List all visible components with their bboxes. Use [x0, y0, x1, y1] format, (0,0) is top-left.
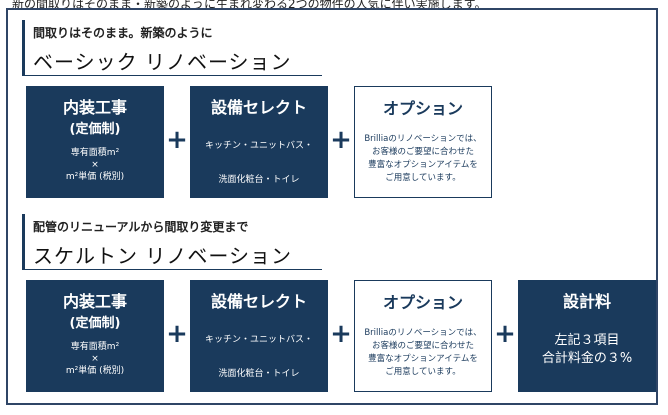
box-line: キッチン・ユニットバス・ — [204, 141, 313, 151]
option-box: オプション Brilliaのリノベーションでは、 お客様のご要望に合わせた 豊富… — [354, 280, 492, 392]
section-subtitle: 間取りはそのまま。新築のように — [33, 26, 213, 40]
section-title: スケルトン リノベーション — [33, 244, 292, 268]
plus-sign: + — [166, 125, 188, 155]
box-line: × — [91, 354, 99, 364]
box-line: ご用意しています。 — [385, 367, 461, 377]
box-title: 設計料 — [562, 292, 611, 311]
box-title: オプション — [382, 293, 463, 312]
box-title: 内装工事 — [62, 292, 127, 311]
box-line: m²単価 (税別) — [65, 366, 125, 376]
box-subtitle: (定価制) — [69, 316, 121, 331]
section-heading: 配管のリニューアルから間取り変更まで スケルトン リノベーション — [22, 214, 322, 270]
box-line: × — [91, 160, 99, 170]
equipment-select-box: 設備セレクト キッチン・ユニットバス・ 洗面化粧台・トイレ — [190, 86, 328, 198]
box-line: キッチン・ユニットバス・ — [204, 335, 313, 345]
option-box: オプション Brilliaのリノベーションでは、 お客様のご要望に合わせた 豊富… — [354, 86, 492, 198]
interior-work-box: 内装工事 (定価制) 専有面積m² × m²単価 (税別) — [26, 86, 164, 198]
box-line: 専有面積m² — [70, 148, 120, 158]
cutoff-header-text: 新の間取りはそのまま・新築のように生まれ変わる2つの物件の人気に伴い実施します。 — [12, 0, 487, 11]
box-line: ご用意しています。 — [385, 173, 461, 183]
design-fee-box: 設計料 左記３項目 合計料金の３% — [518, 280, 656, 392]
box-line: 洗面化粧台・トイレ — [218, 175, 300, 185]
plus-sign: + — [330, 319, 352, 349]
box-subtitle: (定価制) — [69, 122, 121, 137]
renovation-plan-frame: 間取りはそのまま。新築のように ベーシック リノベーション 内装工事 (定価制)… — [6, 8, 658, 405]
box-line: 左記３項目 — [554, 333, 620, 348]
equipment-select-box: 設備セレクト キッチン・ユニットバス・ 洗面化粧台・トイレ — [190, 280, 328, 392]
box-title: 設備セレクト — [210, 292, 307, 311]
box-line: お客様のご要望に合わせた — [371, 341, 474, 351]
box-title: 内装工事 — [62, 98, 127, 117]
box-line: 合計料金の３% — [541, 351, 633, 366]
box-line: 専有面積m² — [70, 342, 120, 352]
interior-work-box: 内装工事 (定価制) 専有面積m² × m²単価 (税別) — [26, 280, 164, 392]
box-line: m²単価 (税別) — [65, 172, 125, 182]
box-line: Brilliaのリノベーションでは、 — [364, 328, 482, 338]
plus-sign: + — [330, 125, 352, 155]
section-heading: 間取りはそのまま。新築のように ベーシック リノベーション — [22, 20, 322, 76]
plus-sign: + — [166, 319, 188, 349]
box-line: お客様のご要望に合わせた — [371, 147, 474, 157]
box-title: オプション — [382, 99, 463, 118]
box-line: 豊富なオプションアイテムを — [368, 160, 478, 170]
box-title: 設備セレクト — [210, 98, 307, 117]
plus-sign: + — [494, 319, 516, 349]
section-subtitle: 配管のリニューアルから間取り変更まで — [33, 220, 249, 234]
box-line: 洗面化粧台・トイレ — [218, 369, 300, 379]
section-title: ベーシック リノベーション — [33, 50, 292, 74]
box-line: 豊富なオプションアイテムを — [368, 354, 478, 364]
box-line: Brilliaのリノベーションでは、 — [364, 134, 482, 144]
